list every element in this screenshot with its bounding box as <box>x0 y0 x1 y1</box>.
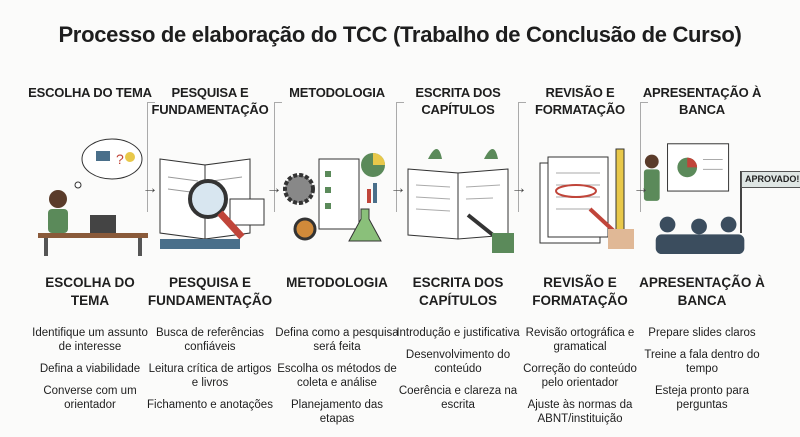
flag-pole <box>740 171 742 233</box>
bullet: Defina como a pesquisa será feita <box>275 327 399 353</box>
connector-line <box>640 102 648 212</box>
step-heading: ESCOLHA DO TEMA <box>28 85 152 100</box>
step-title: PESQUISA E FUNDAMENTAÇÃO <box>147 275 273 308</box>
bullet: Prepare slides claros <box>648 327 756 339</box>
bullet: Coerência e clareza na escrita <box>398 385 518 411</box>
bullet: Correção do conteúdo pelo orientador <box>523 363 637 389</box>
student-thinking-icon: ? <box>26 124 154 264</box>
presentation-icon <box>638 124 766 264</box>
step-title: REVISÃO E FORMATAÇÃO <box>532 275 628 308</box>
step-heading: METODOLOGIA <box>289 85 385 100</box>
step-title: METODOLOGIA <box>286 275 388 290</box>
connector-line <box>274 102 282 212</box>
bullet: Busca de referências confiáveis <box>155 327 265 353</box>
arrow-right-icon: → <box>390 180 406 197</box>
arrow-right-icon: → <box>142 180 158 197</box>
step-heading: REVISÃO E FORMATAÇÃO <box>535 85 625 117</box>
arrow-right-icon: → <box>633 180 649 197</box>
step-revisao: REVISÃO E FORMATAÇÃO REVISÃO E FORMATAÇÃ… <box>516 84 644 426</box>
bullet: Desenvolvimento do conteúdo <box>405 349 511 375</box>
bullet: Treine a fala dentro do tempo <box>644 349 760 375</box>
bullet: Introdução e justificativa <box>396 327 520 339</box>
arrow-right-icon: → <box>511 180 527 197</box>
step-escolha-tema: ESCOLHA DO TEMA ? ESCOLHA DO TEMA Identi… <box>26 84 154 412</box>
step-title: APRESENTAÇÃO À BANCA <box>639 275 765 308</box>
connector-line <box>147 102 155 212</box>
step-heading: ESCRITA DOS CAPÍTULOS <box>415 85 501 117</box>
connector-line <box>396 102 404 212</box>
bullet: Escolha os métodos de coleta e análise <box>277 363 397 389</box>
open-notebook-icon <box>394 124 522 264</box>
document-review-icon <box>516 124 644 264</box>
step-title: ESCOLHA DO TEMA <box>45 275 135 308</box>
bullet: Identifique um assunto de interesse <box>32 327 148 353</box>
arrow-right-icon: → <box>266 180 282 197</box>
step-title: ESCRITA DOS CAPÍTULOS <box>412 275 504 308</box>
gears-checklist-icon <box>273 124 401 264</box>
step-heading: PESQUISA E FUNDAMENTAÇÃO <box>151 85 269 117</box>
step-heading: APRESENTAÇÃO À BANCA <box>642 85 762 117</box>
bullet: Leitura crítica de artigos e livros <box>148 363 272 389</box>
page-title: Processo de elaboração do TCC (Trabalho … <box>58 22 742 47</box>
step-apresentacao: APRESENTAÇÃO À BANCA APRESENTAÇÃO À BANC… <box>638 84 766 412</box>
step-pesquisa: PESQUISA E FUNDAMENTAÇÃO PESQUISA E FUND… <box>146 84 274 412</box>
bullet: Planejamento das etapas <box>290 399 384 425</box>
bullet: Esteja pronto para perguntas <box>655 385 749 411</box>
approved-flag: APROVADO! <box>741 171 800 188</box>
bullet: Defina a viabilidade <box>39 363 141 375</box>
books-magnifier-icon <box>146 124 274 264</box>
step-escrita: ESCRITA DOS CAPÍTULOS ESCRITA DOS CAPÍTU… <box>394 84 522 412</box>
connector-line <box>518 102 526 212</box>
bullet: Ajuste às normas da ABNT/instituição <box>527 399 633 425</box>
svg-text:?: ? <box>116 151 124 167</box>
bullet: Revisão ortográfica e gramatical <box>525 327 635 353</box>
step-metodologia: METODOLOGIA METODOLOGIA Defina como a pe… <box>273 84 401 426</box>
bullet: Converse com um orientador <box>43 385 137 411</box>
bullet: Fichamento e anotações <box>147 399 273 411</box>
